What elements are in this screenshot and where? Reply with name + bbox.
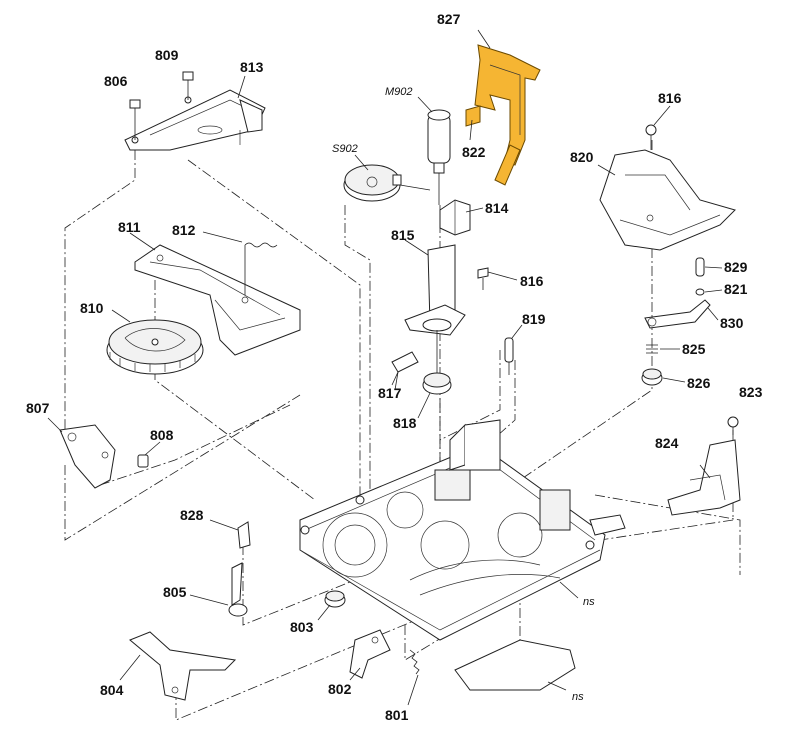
part-820-bracket [599, 149, 736, 251]
label-830: 830 [720, 315, 744, 331]
part-803-gear [324, 590, 346, 608]
label-802: 802 [328, 681, 352, 697]
label-820: 820 [570, 149, 594, 165]
screw-809 [182, 71, 194, 100]
label-829: 829 [724, 259, 748, 275]
label-825: 825 [682, 341, 706, 357]
part-815-shaft [404, 244, 466, 375]
label-826: 826 [687, 375, 711, 391]
part-827-highlighted-bracket [474, 44, 541, 186]
part-labels: 827 M902 822 809 806 813 S902 814 815 81… [26, 11, 763, 723]
label-816-a: 816 [520, 273, 544, 289]
part-822 [465, 105, 481, 127]
label-823: 823 [739, 384, 763, 400]
ns-sheet-right [589, 514, 626, 536]
label-824: 824 [655, 435, 679, 451]
part-819-pin [504, 337, 514, 375]
part-804-lever [129, 631, 237, 701]
screw-808 [137, 454, 149, 468]
screw-816-a [477, 267, 489, 290]
part-811-plate [134, 244, 301, 356]
label-leaders [47, 29, 723, 706]
part-817-worm-gear [391, 351, 419, 386]
screw-816-b [645, 124, 657, 150]
label-811: 811 [118, 219, 141, 235]
part-810-gear [106, 319, 204, 375]
label-S902: S902 [332, 143, 358, 155]
part-805-lever [228, 562, 248, 617]
part-813-bracket [124, 89, 266, 151]
part-S902-switch [343, 164, 431, 202]
part-801-spring [409, 649, 420, 675]
label-803: 803 [290, 619, 314, 635]
part-821-washer [695, 288, 705, 296]
label-816-b: 816 [658, 90, 682, 106]
label-812: 812 [172, 222, 196, 238]
part-M902-motor [427, 109, 451, 205]
part-829-pin [695, 257, 705, 277]
ns-cover-sheet [454, 639, 576, 691]
label-813: 813 [240, 59, 264, 75]
part-812-spring [244, 242, 278, 295]
part-824-bracket [667, 439, 741, 516]
label-818: 818 [393, 415, 417, 431]
part-818-gear [422, 372, 452, 395]
label-827: 827 [437, 11, 461, 27]
part-830-lever [644, 299, 711, 329]
label-804: 804 [100, 682, 124, 698]
label-819: 819 [522, 311, 546, 327]
label-810: 810 [80, 300, 104, 316]
label-805: 805 [163, 584, 187, 600]
part-802-lever [349, 629, 391, 679]
label-808: 808 [150, 427, 174, 443]
part-826-gear [641, 368, 663, 386]
label-817: 817 [378, 385, 402, 401]
screw-823 [727, 416, 739, 435]
label-801: 801 [385, 707, 409, 723]
label-822: 822 [462, 144, 486, 160]
label-ns-2: ns [572, 691, 584, 703]
label-821: 821 [724, 281, 748, 297]
label-809: 809 [155, 47, 179, 63]
label-814: 814 [485, 200, 509, 216]
label-815: 815 [391, 227, 415, 243]
part-828 [237, 521, 251, 549]
label-ns-1: ns [583, 596, 595, 608]
screw-806 [129, 99, 141, 140]
part-814-clip [439, 199, 471, 236]
label-806: 806 [104, 73, 128, 89]
label-M902: M902 [385, 86, 413, 98]
part-825-spring [646, 344, 658, 354]
main-chassis [299, 419, 606, 641]
label-807: 807 [26, 400, 50, 416]
label-828: 828 [180, 507, 204, 523]
part-807-bracket [59, 424, 116, 489]
